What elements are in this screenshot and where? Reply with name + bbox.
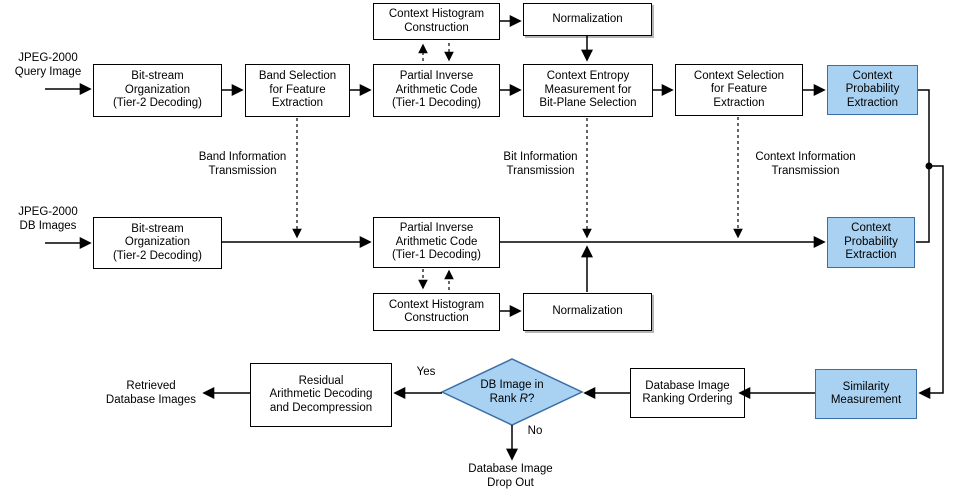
decision-rank-prefix: Rank	[489, 392, 520, 405]
node-context-selection: Context Selection for Feature Extraction	[675, 64, 803, 116]
node-normalization-query: Normalization	[523, 3, 652, 36]
node-context-probability-query: Context Probability Extraction	[827, 65, 918, 115]
node-piac-db: Partial Inverse Arithmetic Code (Tier-1 …	[373, 217, 500, 268]
label-database-drop-out: Database Image Drop Out	[468, 463, 553, 489]
node-residual-decoding: Residual Arithmetic Decoding and Decompr…	[250, 363, 392, 427]
line-merge-to-similarity	[918, 165, 944, 399]
node-similarity-measurement: Similarity Measurement	[815, 369, 917, 419]
node-context-probability-db: Context Probability Extraction	[827, 217, 915, 268]
junction-dot	[925, 162, 933, 170]
label-yes: Yes	[416, 366, 436, 378]
decision-line1: DB Image in	[480, 379, 544, 391]
node-piac-query: Partial Inverse Arithmetic Code (Tier-1 …	[373, 64, 500, 117]
label-band-information: Band Information Transmission	[198, 151, 287, 177]
label-bit-information: Bit Information Transmission	[503, 151, 578, 177]
node-context-entropy: Context Entropy Measurement for Bit-Plan…	[523, 64, 653, 117]
node-band-selection: Band Selection for Feature Extraction	[245, 64, 350, 117]
node-normalization-db: Normalization	[523, 293, 652, 331]
node-context-histogram-db: Context Histogram Construction	[373, 293, 500, 331]
node-context-histogram-query: Context Histogram Construction	[373, 3, 500, 40]
node-ranking-ordering: Database Image Ranking Ordering	[630, 368, 745, 418]
node-bitstream-query: Bit-stream Organization (Tier-2 Decoding…	[93, 64, 222, 117]
decision-rank-variable: R	[519, 392, 528, 405]
decision-question-mark: ?	[527, 392, 535, 405]
label-db-input: JPEG-2000 DB Images	[18, 206, 78, 232]
label-query-input: JPEG-2000 Query Image	[14, 52, 82, 78]
label-no: No	[527, 425, 543, 437]
label-context-information: Context Information Transmission	[755, 151, 856, 177]
node-bitstream-db: Bit-stream Organization (Tier-2 Decoding…	[93, 217, 222, 269]
label-retrieved-images: Retrieved Database Images	[105, 380, 197, 406]
